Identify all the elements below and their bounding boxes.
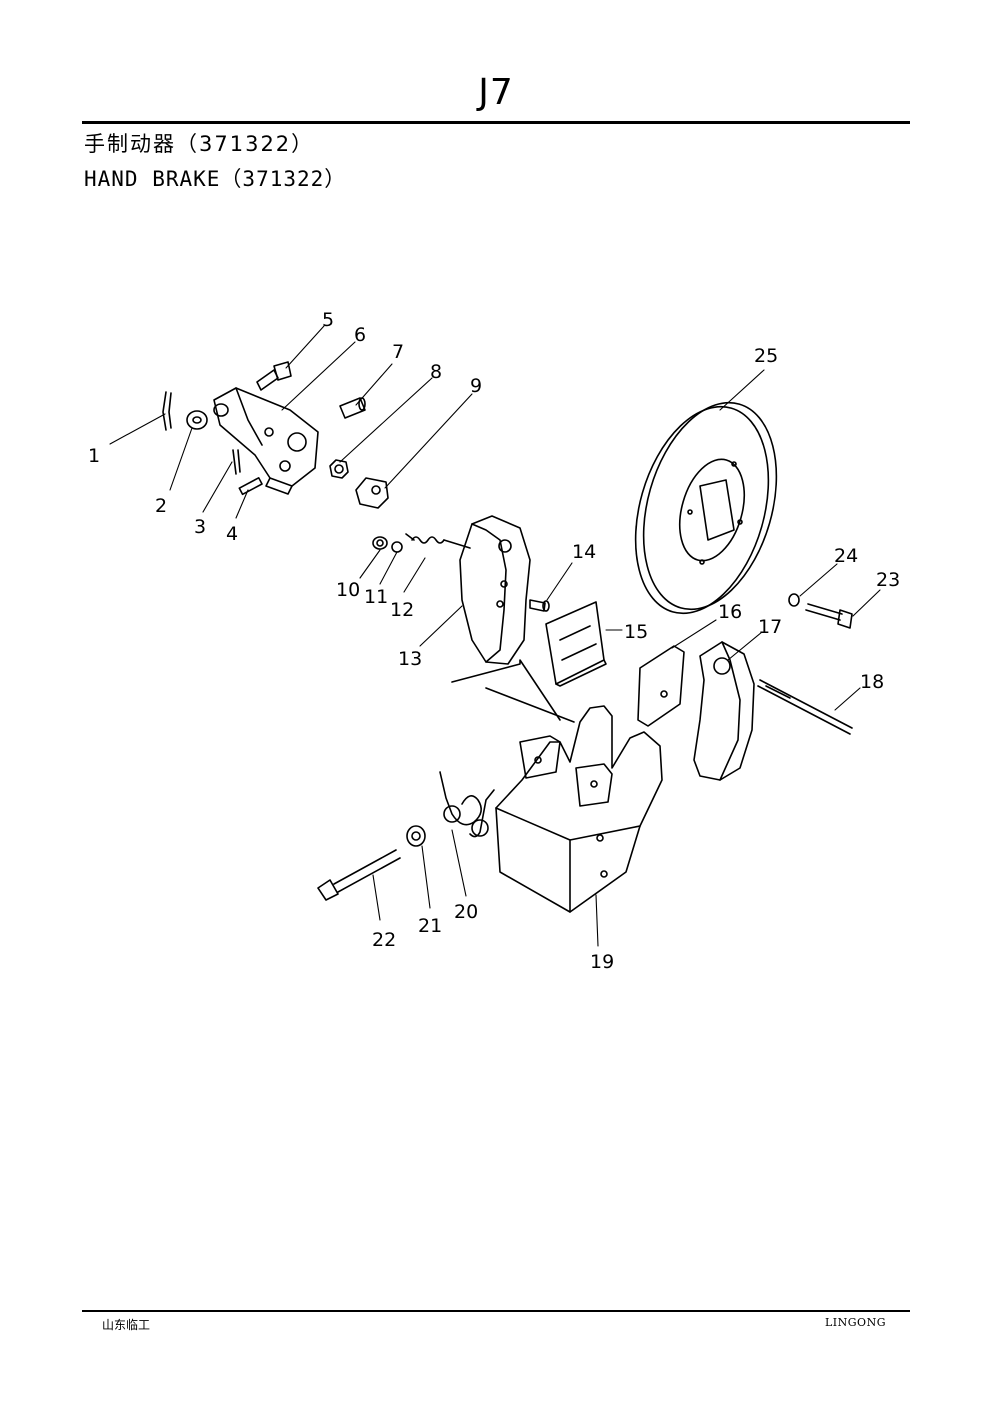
bolt-14 (529, 599, 550, 612)
header-rule (82, 121, 910, 124)
callout-4: 4 (226, 523, 238, 545)
callout-12: 12 (390, 599, 414, 621)
callout-14: 14 (572, 541, 596, 563)
callout-23: 23 (876, 569, 900, 591)
callout-18: 18 (860, 671, 884, 693)
callout-3: 3 (194, 516, 206, 538)
footer-brand-chinese: 山东临工 (102, 1318, 151, 1332)
brake-shoe-17 (693, 641, 755, 781)
housing-19 (451, 659, 663, 913)
washer-24 (788, 593, 800, 607)
pin-7 (339, 397, 366, 419)
callout-21: 21 (418, 915, 442, 937)
page-code: J7 (478, 72, 514, 113)
spring-12 (405, 533, 471, 549)
callout-13: 13 (398, 648, 422, 670)
callout-25: 25 (754, 345, 778, 367)
callout-5: 5 (322, 309, 334, 331)
callout-24: 24 (834, 545, 858, 567)
nut-10 (372, 536, 388, 550)
callout-10: 10 (336, 579, 360, 601)
pin-3 (232, 449, 241, 475)
bolt-22 (317, 849, 401, 901)
bolt-23 (805, 603, 853, 629)
pin-4 (238, 477, 263, 496)
callout-2: 2 (155, 495, 167, 517)
cotter-pin-1 (162, 391, 172, 431)
title-english: HAND BRAKE（371322） (84, 167, 347, 191)
torsion-spring-20 (439, 771, 495, 838)
callout-22: 22 (372, 929, 396, 951)
washer-11 (391, 541, 403, 553)
leader-lines (109, 325, 881, 947)
callout-7: 7 (392, 341, 404, 363)
callout-1: 1 (88, 445, 100, 467)
adjuster-block-9 (355, 477, 389, 509)
washer-2 (186, 410, 208, 430)
footer-brand-english: LINGONG (825, 1316, 886, 1329)
callout-20: 20 (454, 901, 478, 923)
callout-17: 17 (758, 616, 782, 638)
pad-plate-16 (637, 645, 685, 727)
callout-8: 8 (430, 361, 442, 383)
brake-shoe-13 (459, 515, 531, 665)
bolt-5 (256, 361, 292, 391)
adjusting-rod-18 (757, 679, 853, 735)
callout-11: 11 (364, 586, 388, 608)
brake-disc-25 (634, 401, 778, 615)
callout-16: 16 (718, 601, 742, 623)
washer-21 (406, 825, 426, 847)
title-chinese: 手制动器（371322） (84, 132, 315, 156)
lever-bracket-6 (213, 387, 319, 495)
brake-pad-15 (545, 601, 607, 687)
footer-rule (82, 1310, 910, 1312)
callout-9: 9 (470, 375, 482, 397)
nut-8 (329, 459, 349, 479)
callout-6: 6 (354, 324, 366, 346)
callout-15: 15 (624, 621, 648, 643)
callout-19: 19 (590, 951, 614, 973)
